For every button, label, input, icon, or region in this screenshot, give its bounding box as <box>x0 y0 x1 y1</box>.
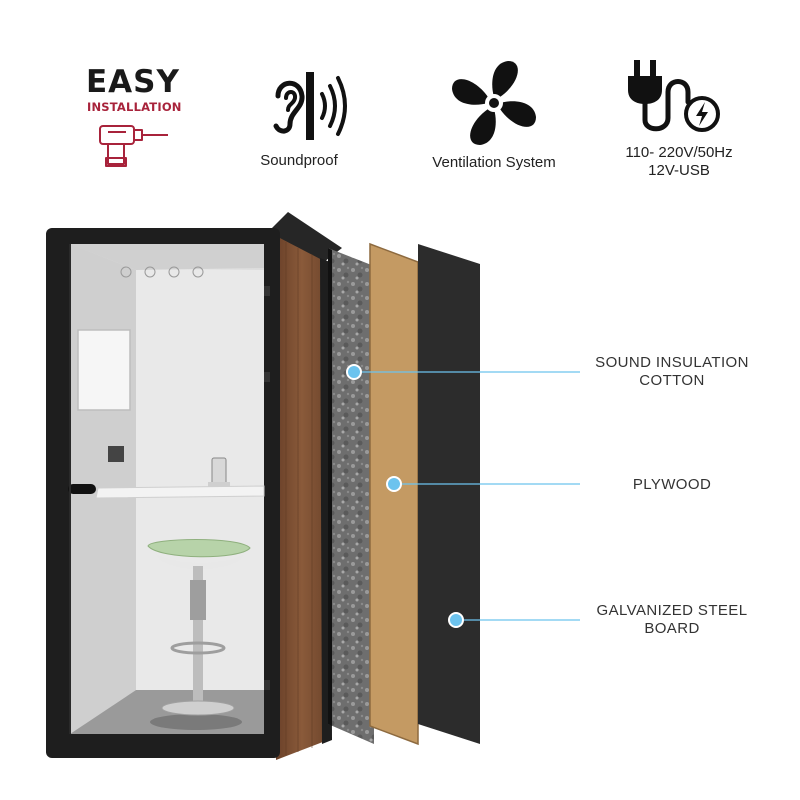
plywood-callout-dot <box>386 476 402 492</box>
insulation-label-line2: COTTON <box>639 372 705 389</box>
stool-seat <box>147 539 251 558</box>
soundproof-label: Soundproof <box>260 152 338 169</box>
easy-installation-feature: EASY INSTALLATION <box>80 64 182 174</box>
ventilation-label: Ventilation System <box>432 154 556 171</box>
booth-wood-side <box>276 236 328 760</box>
callouts <box>346 364 580 628</box>
desk <box>95 485 265 499</box>
door-hinges <box>264 286 270 690</box>
galvanized-steel-board-panel <box>418 244 480 744</box>
steel-callout-dot <box>448 612 464 628</box>
stool-post <box>193 566 203 706</box>
plywood-panel <box>370 244 418 744</box>
light-switch <box>108 446 124 462</box>
drill-icon <box>99 125 168 167</box>
phone-stand <box>211 457 227 485</box>
power-voltage-label: 110- 220V/50Hz <box>625 144 733 161</box>
easy-title: EASY <box>86 64 180 100</box>
fan-icon <box>452 61 536 145</box>
power-feature: 110- 220V/50Hz 12V-USB <box>604 58 754 188</box>
steel-label-line1: GALVANIZED STEEL <box>596 602 748 619</box>
ventilation-feature: Ventilation System <box>414 58 574 178</box>
insulation-callout-dot <box>346 364 362 380</box>
ear-sound-wave-icon <box>273 72 347 140</box>
insulation-label-line1: SOUND INSULATION <box>595 354 749 371</box>
power-usb-label: 12V-USB <box>648 162 710 179</box>
soundproof-feature: Soundproof <box>244 66 354 176</box>
door-handle <box>68 484 96 494</box>
ceiling-controls <box>120 266 204 278</box>
sound-insulation-cotton-panel <box>328 248 374 744</box>
steel-label-line2: BOARD <box>644 620 700 637</box>
booth-roof <box>268 212 342 262</box>
power-plug-icon <box>628 60 720 132</box>
easy-subtitle: INSTALLATION <box>87 100 182 114</box>
plywood-label: PLYWOOD <box>632 476 712 493</box>
whiteboard <box>77 329 131 411</box>
